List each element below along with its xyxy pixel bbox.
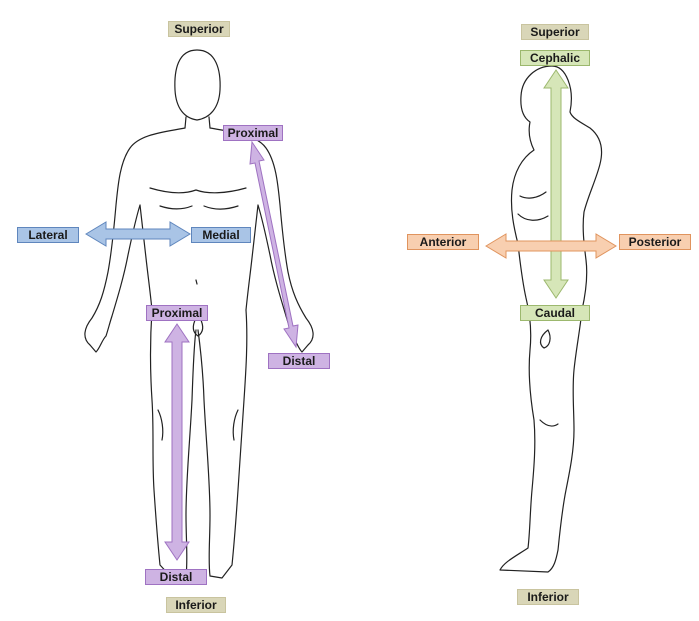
lateral-medial-arrow: [85, 221, 191, 247]
side-inferior-label: Inferior: [517, 589, 579, 605]
leg-proximal-distal-arrow: [164, 323, 190, 561]
anterior-posterior-arrow: [485, 233, 617, 259]
front-superior-label: Superior: [168, 21, 230, 37]
leg-distal-label: Distal: [145, 569, 207, 585]
front-inferior-label: Inferior: [166, 597, 226, 613]
side-superior-label: Superior: [521, 24, 589, 40]
posterior-label: Posterior: [619, 234, 691, 250]
caudal-label: Caudal: [520, 305, 590, 321]
arm-proximal-distal-arrow: [249, 140, 299, 349]
arm-proximal-label: Proximal: [223, 125, 283, 141]
cephalic-label: Cephalic: [520, 50, 590, 66]
cephalic-caudal-arrow: [543, 69, 569, 299]
anterior-label: Anterior: [407, 234, 479, 250]
lateral-label: Lateral: [17, 227, 79, 243]
arm-distal-label: Distal: [268, 353, 330, 369]
side-body-outline: [499, 65, 603, 573]
leg-proximal-label: Proximal: [146, 305, 208, 321]
medial-label: Medial: [191, 227, 251, 243]
